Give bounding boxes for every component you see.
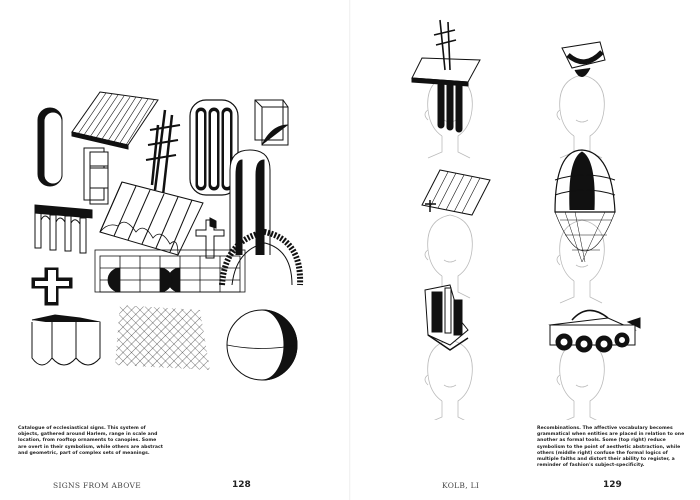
running-title-left: SIGNS FROM ABOVE (53, 481, 142, 490)
arcade-structure (34, 204, 93, 254)
left-page: Catalogue of ecclesiastical signs. This … (18, 91, 304, 490)
cross-block (31, 267, 73, 306)
page-number-right: 129 (603, 480, 622, 490)
head-with-channel-block (556, 41, 606, 159)
head-with-tower-complex (424, 284, 473, 420)
right-page: Recombinations. The affective vocabulary… (350, 0, 700, 500)
corrugated-roof (99, 181, 204, 256)
running-title-right: KOLB, LI (442, 481, 480, 490)
half-shaded-sphere (226, 309, 298, 381)
head-with-corrugated-roof (421, 169, 491, 299)
canopy-cube (254, 99, 289, 146)
gutter (349, 0, 351, 500)
left-caption: Catalogue of ecclesiastical signs. This … (18, 426, 163, 456)
triple-cross (145, 109, 181, 196)
arched-frames (189, 99, 239, 196)
head-with-striped-dome-net (554, 149, 616, 304)
head-with-ring-frame (548, 309, 641, 420)
arch-canopy (219, 228, 304, 286)
mesh-net (115, 305, 210, 370)
right-caption: Recombinations. The affective vocabulary… (537, 426, 685, 469)
capsule-object (37, 107, 63, 187)
cabinet (83, 147, 109, 205)
page-number-left: 128 (232, 480, 251, 490)
roof-panel (71, 91, 159, 150)
triple-arch-base (31, 314, 101, 366)
ecclesiastical-signs-illustration (31, 91, 304, 381)
head-with-cross-canopy (411, 19, 481, 159)
lattice-boxes (94, 249, 246, 293)
cross-small (195, 217, 225, 259)
recombination-heads-illustration (411, 19, 641, 420)
